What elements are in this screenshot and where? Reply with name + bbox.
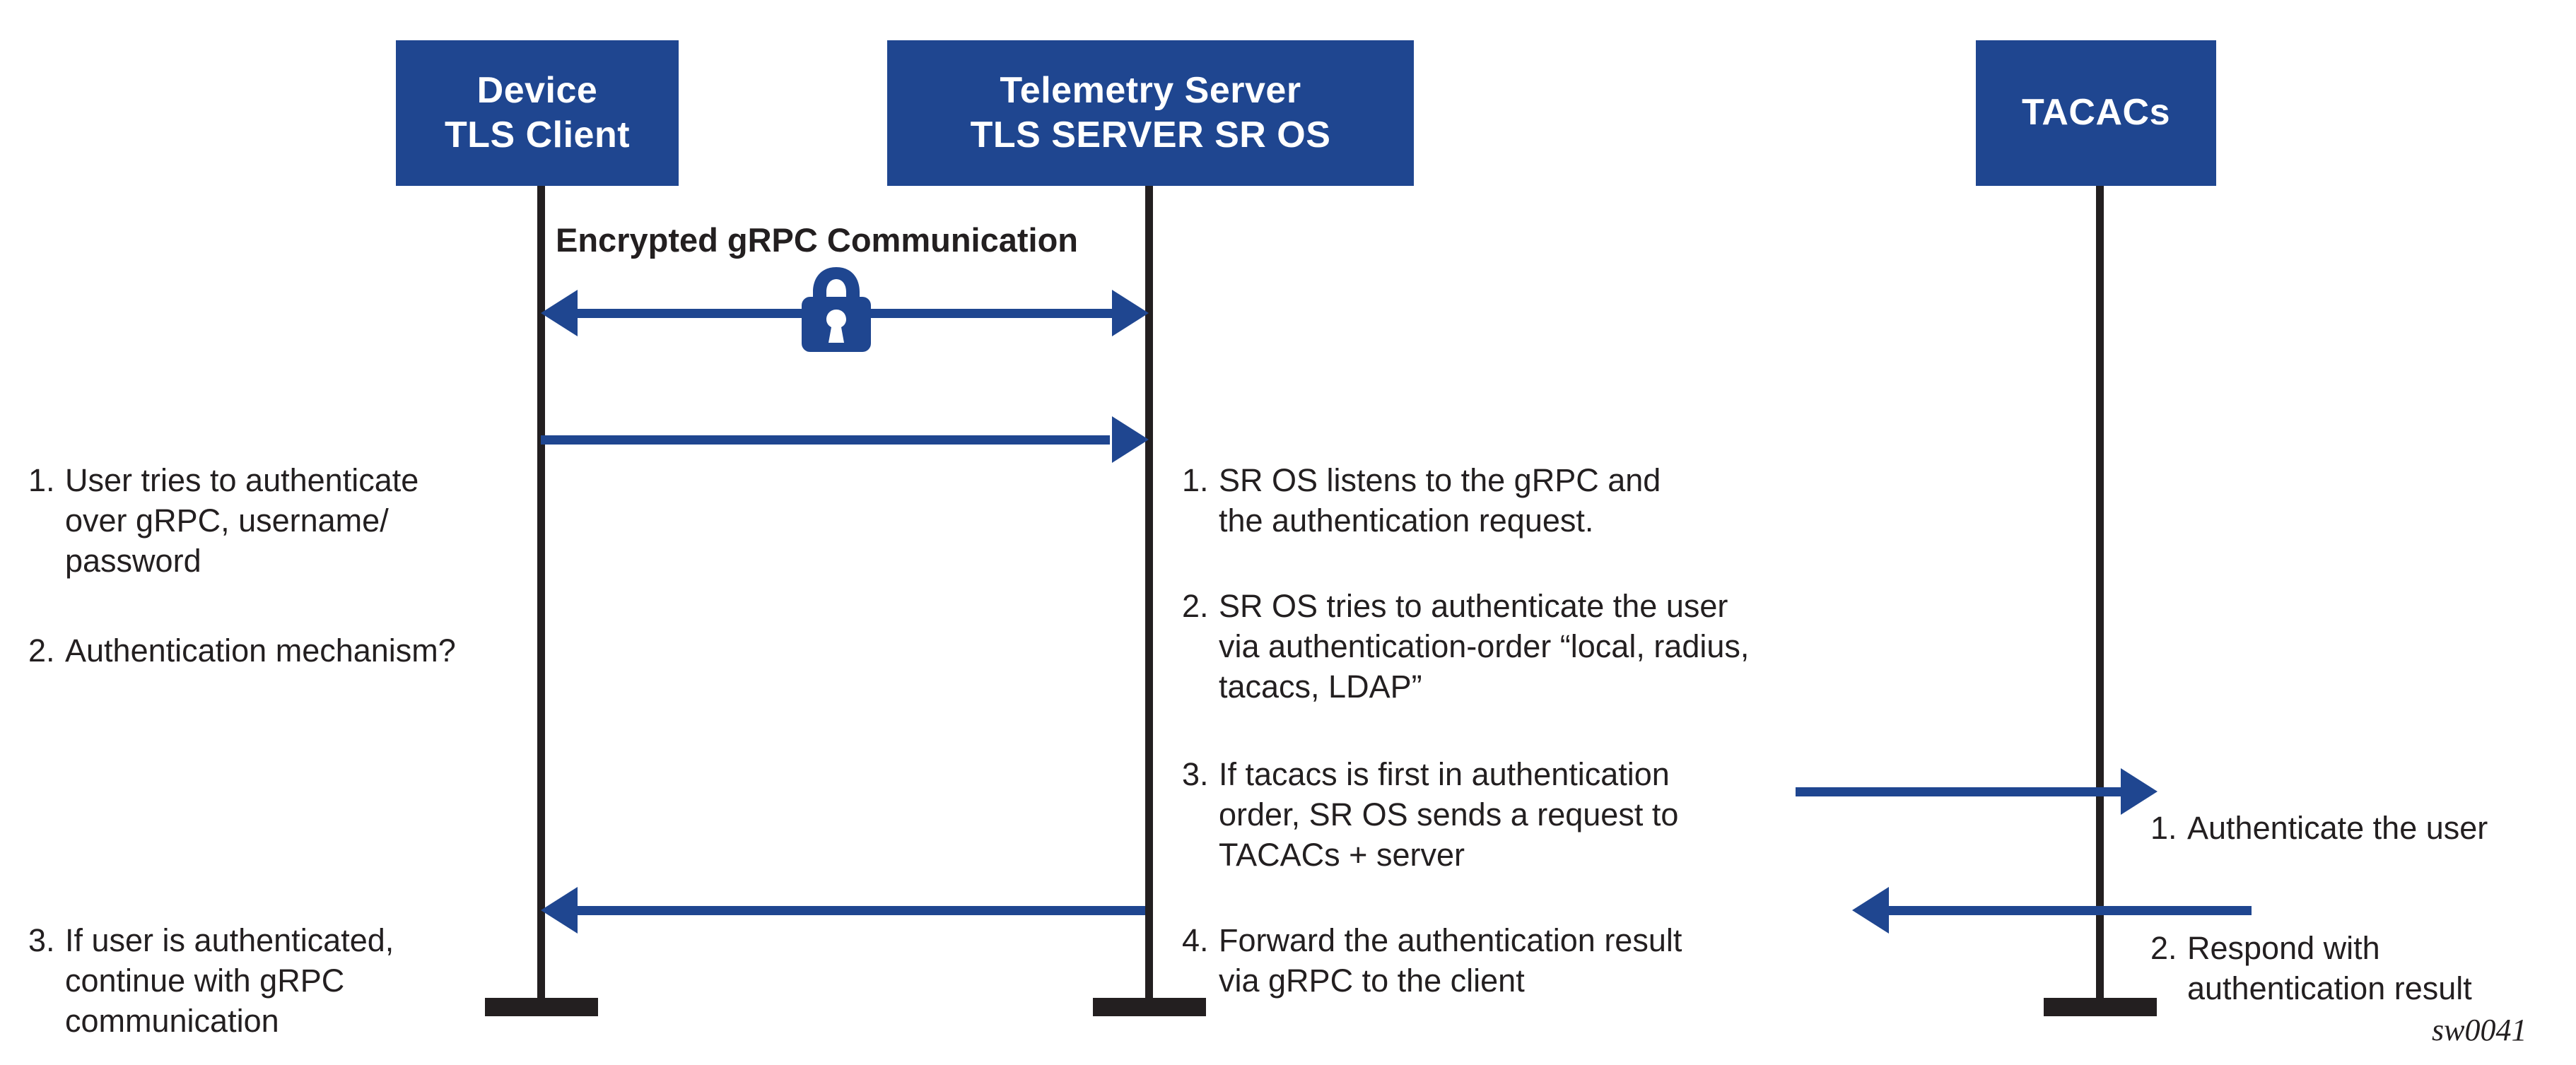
actor-box-device: Device TLS Client [396,40,679,186]
note-sros-step-2-number: 2. [1182,588,1209,625]
lifeline-foot-telemetry [1093,998,1206,1016]
note-client-step-3-text: If user is authenticated, continue with … [65,922,394,1040]
note-tacacs-step-1: 1. Authenticate the user [2150,767,2575,848]
note-sros-step-3: 3. If tacacs is first in authentication o… [1182,714,1875,876]
lifeline-foot-device [485,998,598,1016]
lifeline-foot-tacacs [2044,998,2157,1016]
note-sros-step-3-number: 3. [1182,756,1209,793]
note-sros-step-1-number: 1. [1182,462,1209,499]
note-sros-step-2-text: SR OS tries to authenticate the user via… [1219,588,1750,705]
note-client-step-2: 2. Authentication mechanism? [28,590,551,671]
auth-request-arrow-line [541,435,1110,445]
encrypted-channel-label: Encrypted gRPC Communication [556,221,1079,259]
note-client-step-1-number: 1. [28,462,55,499]
note-sros-step-3-text: If tacacs is first in authentication ord… [1219,756,1679,873]
tacacs-response-arrow-line [1884,906,2252,915]
note-tacacs-step-1-text: Authenticate the user [2187,810,2488,847]
note-sros-step-2: 2. SR OS tries to authenticate the user v… [1182,546,1896,707]
note-client-step-3: 3. If user is authenticated, continue wit… [28,880,523,1042]
lifeline-tacacs [2096,186,2104,1004]
encrypted-channel-arrowhead-left [541,290,578,336]
note-client-step-3-number: 3. [28,922,55,959]
actor-telemetry-line2: TLS SERVER SR OS [970,114,1331,155]
actor-telemetry-line1: Telemetry Server [1000,69,1301,111]
actor-box-telemetry-server: Telemetry Server TLS SERVER SR OS [887,40,1414,186]
note-sros-step-4-number: 4. [1182,922,1209,959]
tacacs-request-arrow-line [1796,787,2121,796]
note-tacacs-step-1-number: 1. [2150,810,2177,847]
actor-tacacs-line1: TACACs [2021,92,2171,134]
encrypted-channel-arrowhead-right [1112,290,1149,336]
note-sros-step-1-text: SR OS listens to the gRPC and the authen… [1219,462,1661,539]
lifeline-telemetry [1145,186,1153,1004]
tacacs-response-arrowhead [1852,887,1889,934]
auth-result-arrow-line [566,906,1145,915]
auth-request-arrowhead [1112,416,1149,463]
actor-device-line1: Device [476,69,598,111]
lifeline-device [537,186,545,1004]
note-client-step-2-text: Authentication mechanism? [65,632,456,669]
note-client-step-1: 1. User tries to authenticate over gRPC, … [28,420,523,582]
actor-box-tacacs: TACACs [1976,40,2216,186]
actor-device-line2: TLS Client [444,114,631,155]
auth-result-arrowhead [541,887,578,934]
note-tacacs-step-2: 2. Respond with authentication result [2150,888,2575,1008]
note-sros-step-4-text: Forward the authentication result via gR… [1219,922,1682,999]
tacacs-request-arrowhead [2121,768,2158,815]
note-sros-step-1: 1. SR OS listens to the gRPC and the auth… [1182,420,1875,541]
figure-id-watermark: sw0041 [2432,1013,2527,1047]
note-client-step-1-text: User tries to authenticate over gRPC, us… [65,462,419,579]
note-tacacs-step-2-number: 2. [2150,930,2177,967]
note-tacacs-step-2-text: Respond with authentication result [2187,930,2472,1007]
note-client-step-2-number: 2. [28,632,55,669]
padlock-icon [802,267,871,352]
note-sros-step-4: 4. Forward the authentication result via … [1182,880,1875,1001]
